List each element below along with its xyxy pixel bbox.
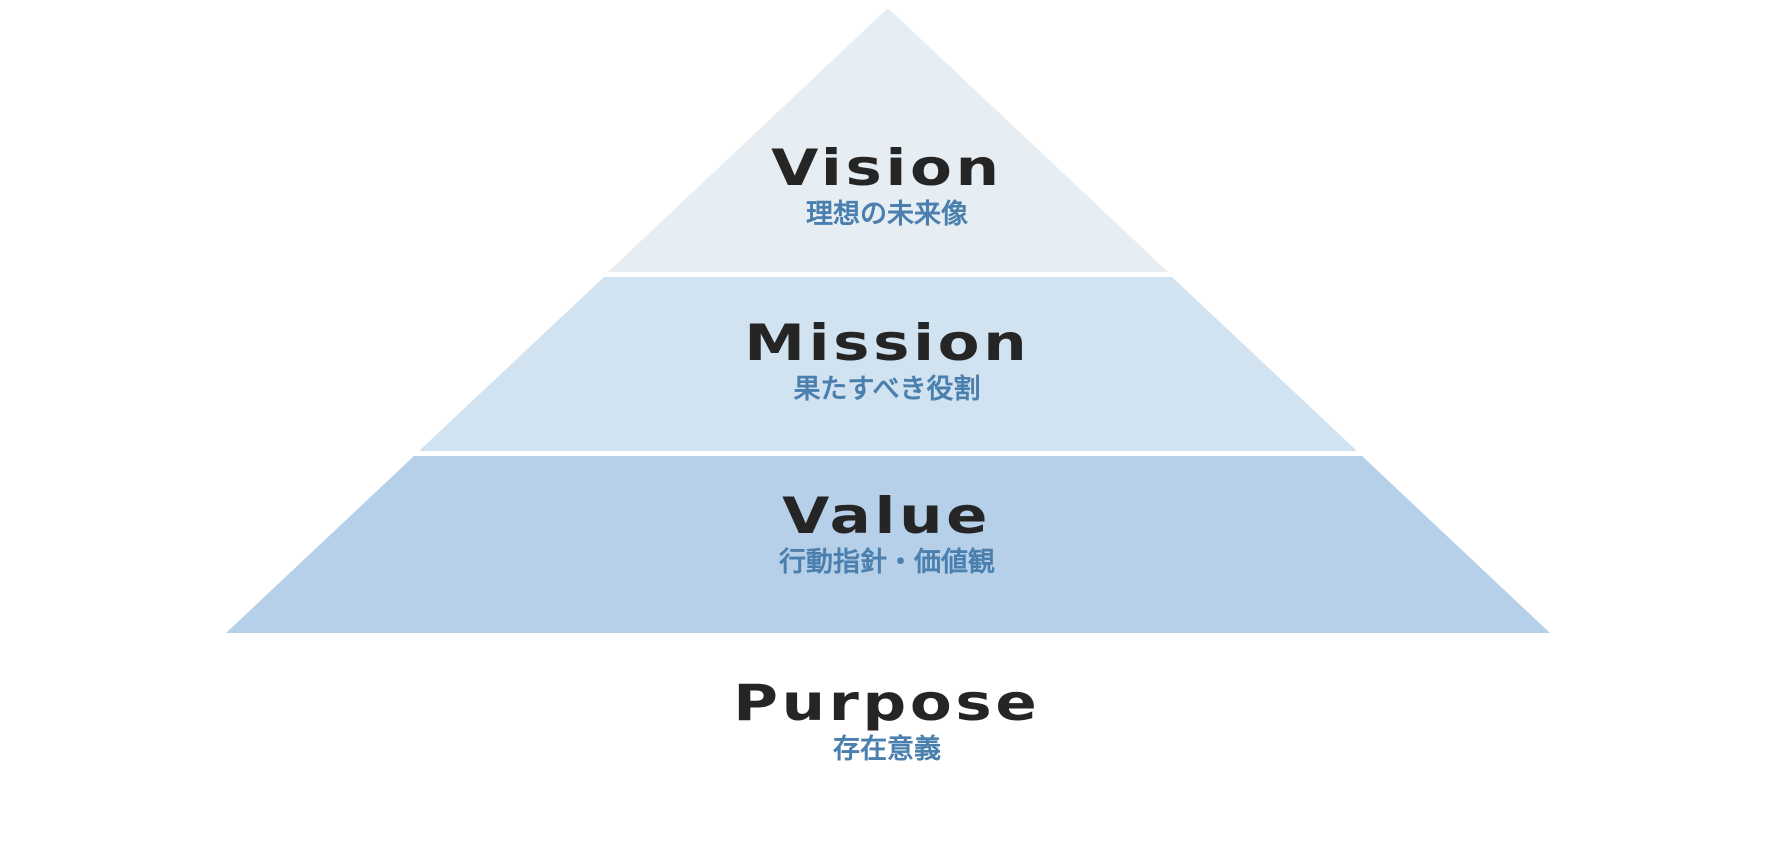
- tier-vision-shape: [608, 8, 1168, 272]
- tier-value-label: Value 行動指針・価値観: [0, 488, 1774, 580]
- tier-value-shape: [226, 456, 1550, 633]
- tier-vision-label: Vision 理想の未来像: [0, 140, 1774, 232]
- tier-vision-subtitle: 理想の未来像: [806, 199, 968, 230]
- tier-mission-title: Mission: [743, 314, 1031, 372]
- tier-mission-subtitle: 果たすべき役割: [793, 374, 981, 405]
- tier-vision-title: Vision: [771, 139, 1003, 197]
- base-purpose-title: Purpose: [733, 674, 1041, 732]
- tier-mission-label: Mission 果たすべき役割: [0, 315, 1774, 407]
- base-purpose-label: Purpose 存在意義: [0, 675, 1774, 767]
- tier-value-subtitle: 行動指針・価値観: [779, 547, 995, 578]
- tier-value-title: Value: [782, 487, 992, 545]
- tier-mission-shape: [419, 277, 1357, 451]
- base-purpose-subtitle: 存在意義: [833, 734, 941, 765]
